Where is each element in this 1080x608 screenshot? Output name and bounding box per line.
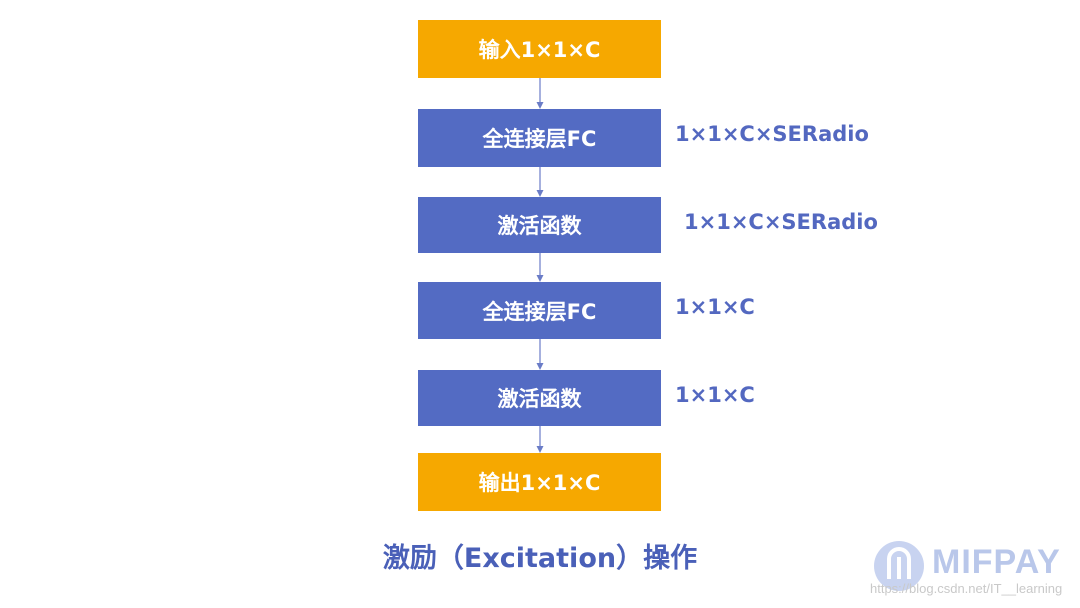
fc-layer-node-1-label: 全连接层FC <box>482 127 597 151</box>
fc-layer-node-1: 全连接层FC <box>418 109 661 167</box>
dim-label-fc-2: 1×1×C <box>675 295 755 319</box>
fc-layer-node-2-label: 全连接层FC <box>482 299 597 324</box>
arrow-down-icon <box>536 253 544 282</box>
fc-layer-node-2: 全连接层FC <box>418 282 661 339</box>
activation-node-1-label: 激活函数 <box>497 214 582 238</box>
output-node-label: 输出1×1×C <box>478 471 601 495</box>
arrow-down-icon <box>536 339 544 370</box>
dim-label-activation-1: 1×1×C×SERadio <box>684 210 878 234</box>
logo-icon <box>874 541 924 591</box>
watermark-url: https://blog.csdn.net/IT__learning <box>870 581 1063 596</box>
activation-node-2: 激活函数 <box>418 370 661 426</box>
watermark: MIFPAY https://blog.csdn.net/IT__learnin… <box>870 537 1070 597</box>
watermark-brand: MIFPAY <box>932 543 1061 581</box>
input-node: 输入1×1×C <box>418 20 661 78</box>
arrow-down-icon <box>536 426 544 453</box>
dim-label-activation-2: 1×1×C <box>675 383 755 407</box>
activation-node-2-label: 激活函数 <box>497 387 582 411</box>
dim-label-fc-1: 1×1×C×SERadio <box>675 122 869 146</box>
input-node-label: 输入1×1×C <box>478 38 601 62</box>
arrow-down-icon <box>536 78 544 109</box>
activation-node-1: 激活函数 <box>418 197 661 253</box>
output-node: 输出1×1×C <box>418 453 661 511</box>
arrow-down-icon <box>536 167 544 197</box>
diagram-caption: 激励（Excitation）操作 <box>382 543 698 574</box>
